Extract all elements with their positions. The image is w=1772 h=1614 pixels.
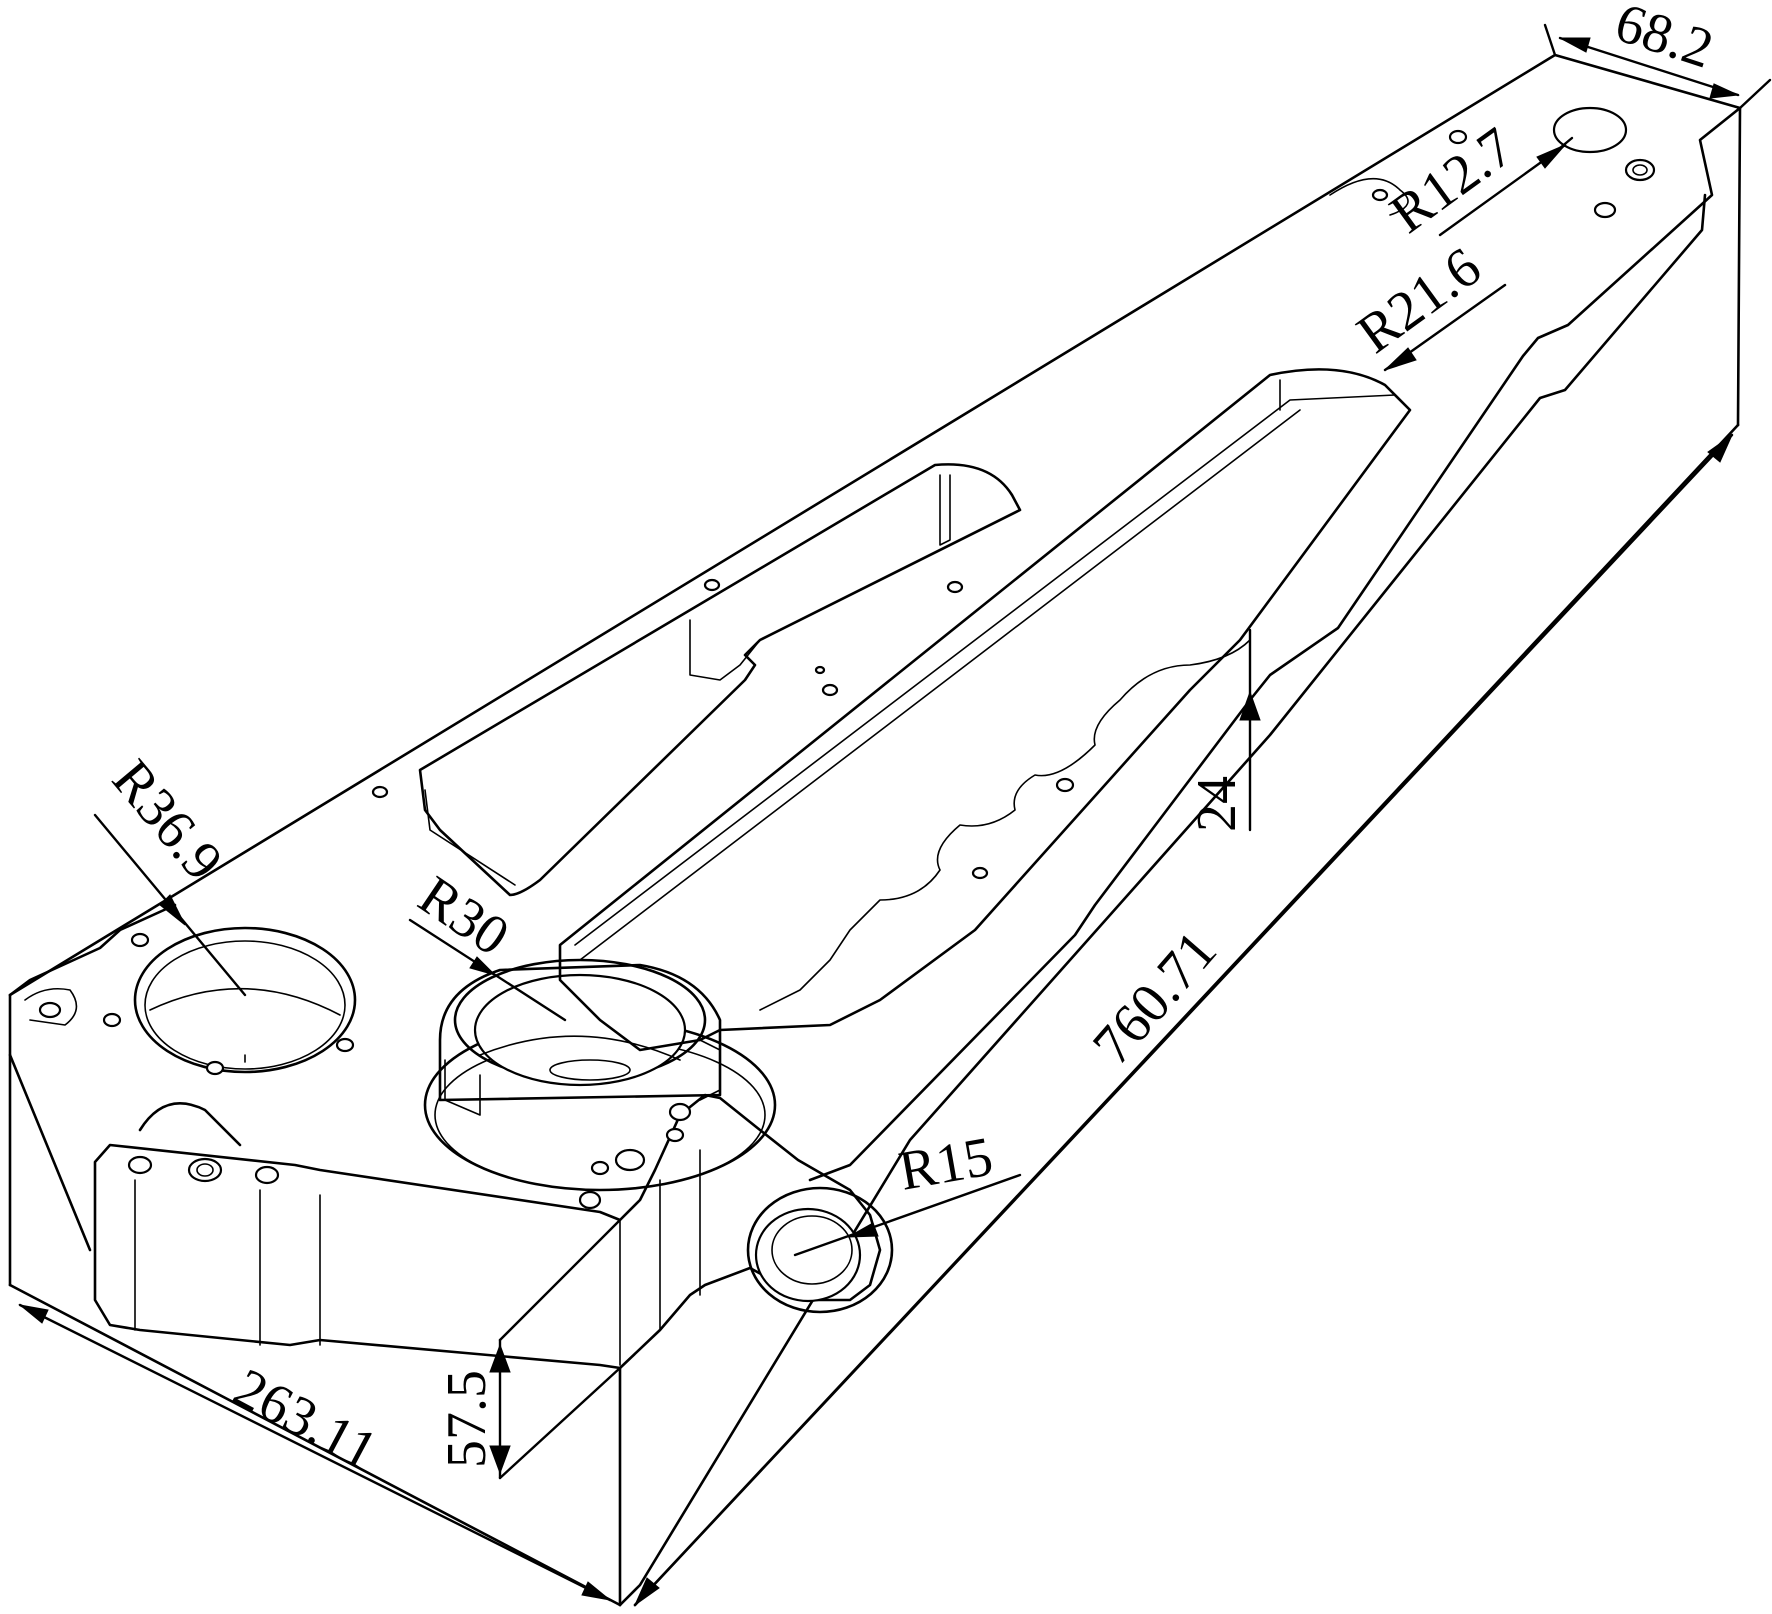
label-length: 760.71 [1081, 920, 1229, 1077]
left-bore [133, 926, 357, 1074]
dimension-lines [18, 23, 1772, 1607]
center-bore [423, 958, 777, 1192]
small-holes [24, 106, 1656, 1176]
slots [418, 368, 1412, 1052]
label-r-center-bore: R30 [408, 864, 520, 968]
label-r-lug: R15 [894, 1126, 997, 1203]
dimension-labels: 68.2 R12.7 R21.6 24 R36.9 R30 760.71 R15… [100, 0, 1720, 1483]
label-height-rib: 24 [1186, 776, 1248, 832]
label-height-base: 57.5 [436, 1370, 498, 1468]
label-width-top: 68.2 [1608, 0, 1720, 81]
label-width-base: 263.11 [224, 1357, 387, 1483]
front-flange [93, 1093, 894, 1370]
